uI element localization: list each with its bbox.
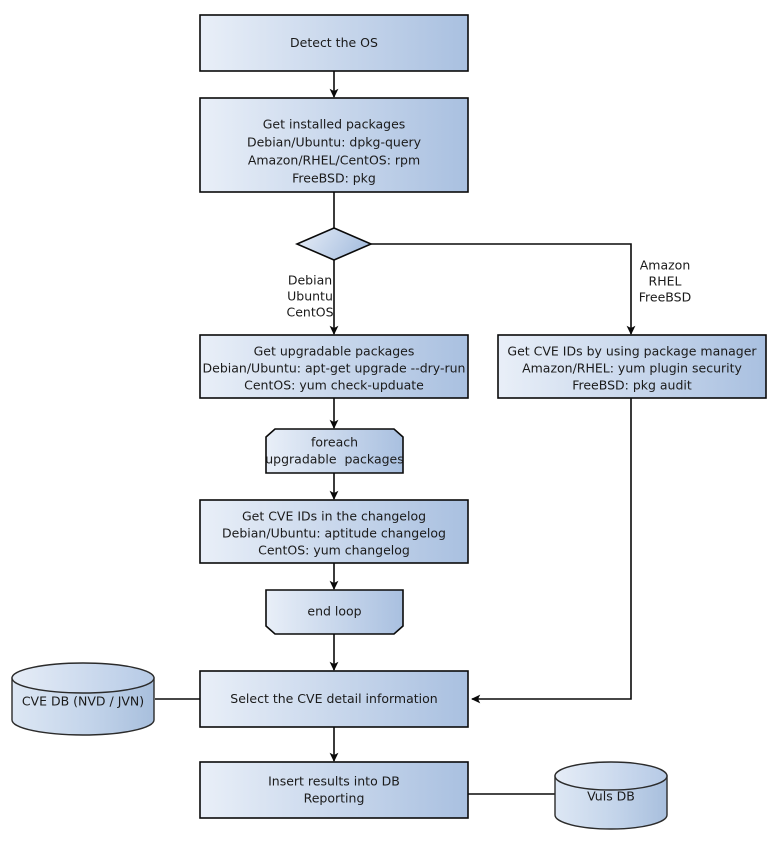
branch-left-line-3: CentOS — [286, 305, 333, 320]
insert-results-line-2: Reporting — [304, 791, 365, 806]
node-get-installed-packages[interactable]: Get installed packages Debian/Ubuntu: dp… — [199, 97, 469, 193]
connector-pkgmgr-to-select — [471, 398, 632, 704]
pkgmgr-line-2: Amazon/RHEL: yum plugin security — [522, 361, 742, 376]
upgradable-line-1: Get upgradable packages — [254, 344, 415, 359]
get-cve-ids-package-manager-box[interactable] — [497, 334, 767, 399]
os-decision-diamond[interactable] — [294, 227, 374, 261]
changelog-line-3: CentOS: yum changelog — [258, 543, 410, 558]
pkgmgr-line-3: FreeBSD: pkg audit — [572, 378, 692, 393]
changelog-line-1: Get CVE IDs in the changelog — [242, 509, 426, 524]
branch-right-line-1: Amazon — [640, 258, 691, 273]
cve-db-cylinder-top — [11, 662, 155, 694]
detect-os-box[interactable] — [199, 14, 469, 72]
edge-label-left-branch: Debian Ubuntu CentOS — [286, 273, 333, 320]
upgradable-line-2: Debian/Ubuntu: apt-get upgrade --dry-run — [203, 361, 466, 376]
node-get-cve-ids-package-manager[interactable]: Get CVE IDs by using package manager Ama… — [497, 334, 767, 399]
installed-line-4: FreeBSD: pkg — [292, 171, 376, 186]
node-select-cve-detail[interactable]: Select the CVE detail information — [199, 670, 469, 728]
vuls-db-cylinder-body[interactable] — [554, 775, 668, 830]
select-cve-detail-label: Select the CVE detail information — [230, 691, 437, 706]
end-loop-shape[interactable] — [265, 589, 404, 635]
upgradable-line-3: CentOS: yum check-upduate — [244, 378, 424, 393]
detect-os-label: Detect the OS — [290, 35, 378, 50]
cve-db-label: CVE DB (NVD / JVN) — [22, 694, 144, 709]
node-vuls-db[interactable]: Vuls DB — [554, 761, 668, 830]
get-installed-packages-box[interactable] — [199, 97, 469, 193]
insert-results-box[interactable] — [199, 761, 469, 819]
installed-line-2: Debian/Ubuntu: dpkg-query — [247, 135, 422, 150]
branch-left-line-1: Debian — [288, 273, 332, 288]
edge-label-right-branch: Amazon RHEL FreeBSD — [639, 258, 691, 305]
changelog-line-2: Debian/Ubuntu: aptitude changelog — [222, 526, 446, 541]
vuls-db-cylinder-top — [554, 761, 668, 791]
insert-results-line-1: Insert results into DB — [268, 774, 400, 789]
cve-db-cylinder-body[interactable] — [11, 677, 155, 736]
connector-decision-right-branch — [371, 243, 636, 335]
pkgmgr-line-1: Get CVE IDs by using package manager — [507, 344, 757, 359]
node-get-upgradable-packages[interactable]: Get upgradable packages Debian/Ubuntu: a… — [199, 334, 469, 399]
node-get-cve-ids-changelog[interactable]: Get CVE IDs in the changelog Debian/Ubun… — [199, 499, 469, 564]
installed-line-3: Amazon/RHEL/CentOS: rpm — [248, 153, 420, 168]
node-os-decision[interactable] — [294, 227, 374, 261]
node-end-loop[interactable]: end loop — [265, 589, 404, 635]
vuls-db-label: Vuls DB — [587, 789, 635, 804]
node-foreach-loop-start[interactable]: foreach upgradable packages — [265, 428, 404, 474]
branch-right-line-2: RHEL — [649, 274, 682, 289]
foreach-line-1: foreach — [311, 435, 358, 450]
node-detect-os[interactable]: Detect the OS — [199, 14, 469, 72]
get-cve-ids-changelog-box[interactable] — [199, 499, 469, 564]
end-loop-label: end loop — [307, 604, 361, 619]
node-cve-db[interactable]: CVE DB (NVD / JVN) — [11, 662, 155, 736]
foreach-loop-shape[interactable] — [265, 428, 404, 474]
foreach-line-2: upgradable packages — [265, 452, 404, 467]
get-upgradable-packages-box[interactable] — [199, 334, 469, 399]
branch-left-line-2: Ubuntu — [287, 289, 333, 304]
branch-right-line-3: FreeBSD — [639, 290, 691, 305]
node-insert-results[interactable]: Insert results into DB Reporting — [199, 761, 469, 819]
installed-line-1: Get installed packages — [263, 117, 406, 132]
select-cve-detail-box[interactable] — [199, 670, 469, 728]
